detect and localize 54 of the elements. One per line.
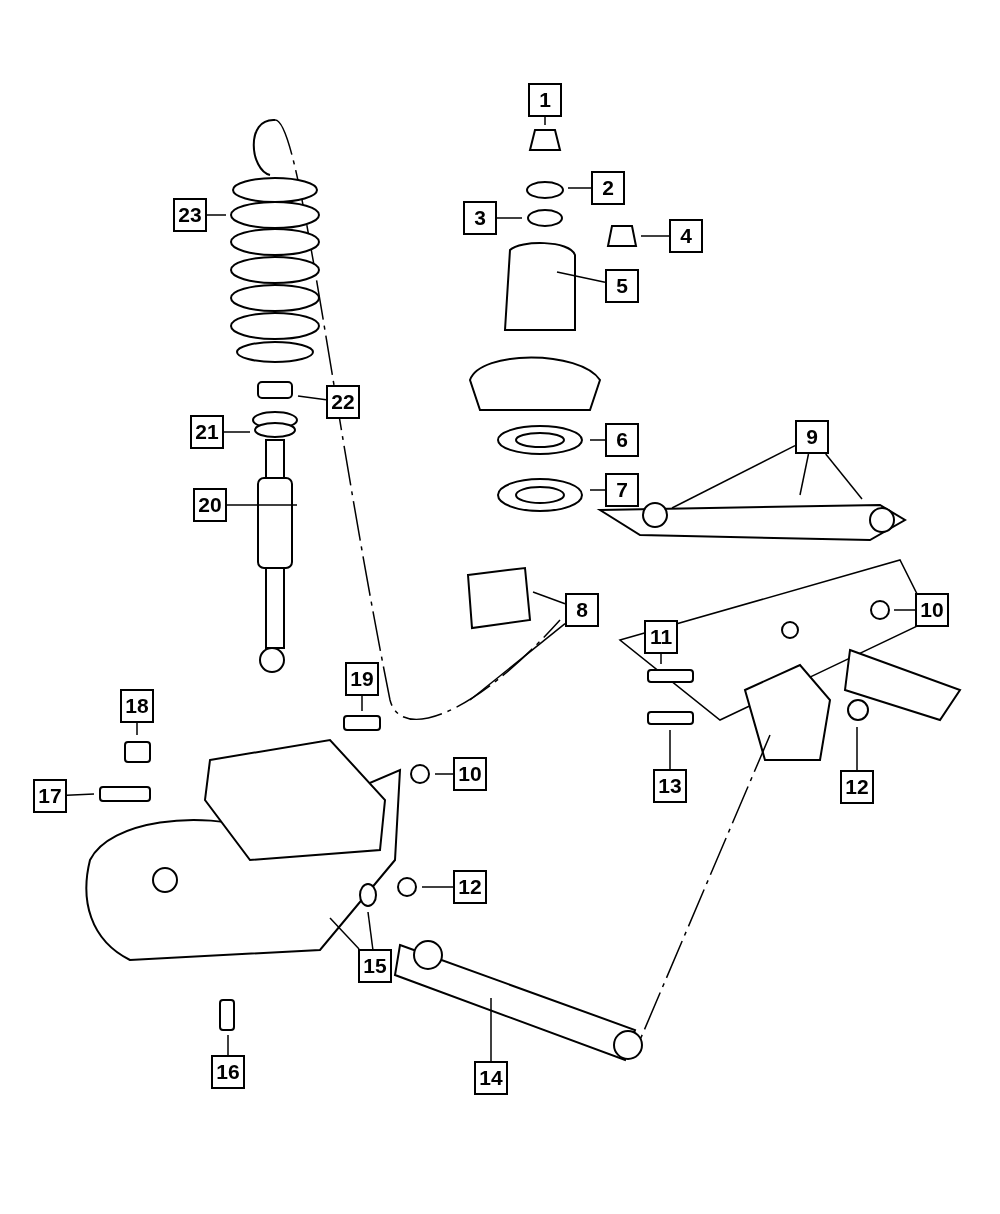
callout-number: 10 (453, 757, 487, 791)
leader-line (556, 271, 606, 284)
callout-number: 9 (795, 420, 829, 454)
callout-number: 15 (358, 949, 392, 983)
callout-number: 10 (915, 593, 949, 627)
callout-number: 11 (644, 620, 678, 654)
callout-number: 6 (605, 423, 639, 457)
callout-number: 18 (120, 689, 154, 723)
callout-number: 12 (453, 870, 487, 904)
leader-line (227, 1034, 229, 1056)
callout-number: 21 (190, 415, 224, 449)
leader-line (223, 431, 251, 433)
callout-number: 7 (605, 473, 639, 507)
leader-line (856, 726, 858, 771)
callout-number: 16 (211, 1055, 245, 1089)
leader-line (297, 395, 327, 401)
leader-line (434, 773, 454, 775)
leader-line (660, 653, 662, 665)
callout-number: 19 (345, 662, 379, 696)
callout-number: 22 (326, 385, 360, 419)
leader-line (893, 609, 916, 611)
leader-line (671, 444, 796, 509)
callout-number: 13 (653, 769, 687, 803)
leader-line (367, 911, 374, 950)
leader-line (329, 917, 360, 950)
leader-line (490, 997, 492, 1062)
callout-number: 23 (173, 198, 207, 232)
leader-line (824, 453, 863, 500)
callout-number: 2 (591, 171, 625, 205)
leader-line (469, 622, 566, 701)
leader-line (567, 187, 592, 189)
leader-line (589, 489, 606, 491)
leader-line (66, 793, 95, 796)
callout-number: 1 (528, 83, 562, 117)
callout-number: 20 (193, 488, 227, 522)
leader-line (589, 439, 606, 441)
callout-number: 4 (669, 219, 703, 253)
callout-number: 12 (840, 770, 874, 804)
leader-line (361, 695, 363, 712)
leader-line (640, 235, 670, 237)
leader-line (669, 729, 671, 770)
callout-number: 5 (605, 269, 639, 303)
leader-line (206, 214, 227, 216)
leader-line (226, 504, 298, 506)
leader-line (532, 591, 566, 605)
leader-line (544, 116, 546, 126)
callout-number: 14 (474, 1061, 508, 1095)
callout-number: 8 (565, 593, 599, 627)
leader-line (421, 886, 454, 888)
leader-line (799, 453, 810, 496)
leader-line (136, 722, 138, 736)
callout-number: 17 (33, 779, 67, 813)
callout-number: 3 (463, 201, 497, 235)
leader-line (496, 217, 523, 219)
